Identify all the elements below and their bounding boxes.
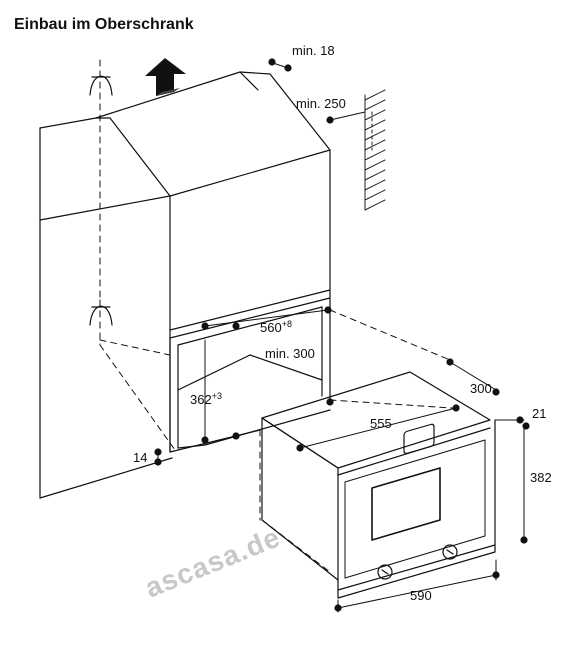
arrow-up-icon: [145, 58, 186, 96]
centerline-symbol-bottom: [89, 305, 113, 326]
dim-21: 21: [532, 406, 546, 421]
dim-min-18: min. 18: [292, 43, 335, 58]
dim-555: 555: [370, 416, 392, 431]
wall-hatching: [364, 89, 386, 211]
dim-min-300: min. 300: [265, 346, 315, 361]
knob-right-icon: [442, 544, 458, 560]
hidden-lines: [99, 59, 453, 573]
knob-left-icon: [377, 564, 393, 580]
dim-14: 14: [133, 450, 147, 465]
cabinet-outline: [39, 71, 331, 499]
dim-382: 382: [530, 470, 552, 485]
watermark-logo: ascasa.de: [141, 521, 285, 603]
dim-560: 560+8: [260, 319, 292, 335]
dim-590: 590: [410, 588, 432, 603]
microwave-appliance: [261, 371, 496, 599]
dim-300: 300: [470, 381, 492, 396]
dim-362: 362+3: [190, 391, 222, 407]
centerline-symbol-top: [89, 75, 113, 96]
dim-min-250: min. 250: [296, 96, 346, 111]
dimension-lines: [157, 61, 525, 613]
dimension-dots: [154, 58, 530, 612]
diagram-title: Einbau im Oberschrank: [14, 16, 194, 33]
